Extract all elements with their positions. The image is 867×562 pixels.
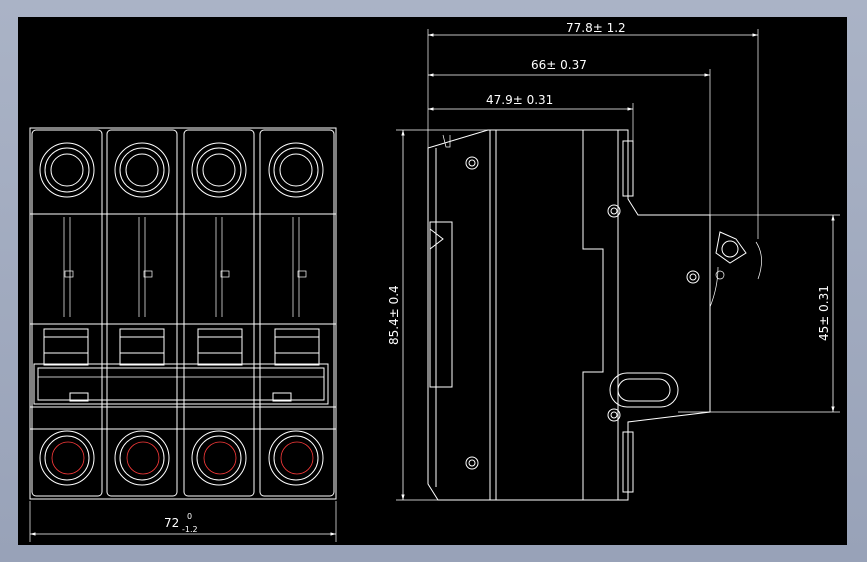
width-tolerance-lower: -1.2 [182,525,198,534]
rail-slot [609,372,679,408]
cad-viewport[interactable]: 72 0 -1.2 [18,17,847,545]
breaker-drawing: 72 0 -1.2 [29,21,840,542]
front-depth-dimension: 47.9± 0.31 [486,93,553,107]
width-dimension: 72 [164,516,179,530]
pole-2 [106,129,178,497]
pole-3 [183,129,255,497]
side-body-outline [427,129,711,501]
side-view: 77.8± 1.2 66± 0.37 47.9± 0.31 85.4± 0.4 … [387,21,840,501]
rail-height-dimension: 45± 0.31 [817,285,831,341]
mid-depth-dimension: 66± 0.37 [531,58,587,72]
pole-4 [259,129,335,497]
handle-bar [33,363,329,405]
pole-1 [31,129,103,497]
overall-depth-dimension: 77.8± 1.2 [566,21,626,35]
width-tolerance-upper: 0 [187,512,192,521]
height-dimension: 85.4± 0.4 [387,285,401,345]
front-outline [29,127,337,500]
front-view: 72 0 -1.2 [29,127,337,542]
lever [709,231,762,308]
